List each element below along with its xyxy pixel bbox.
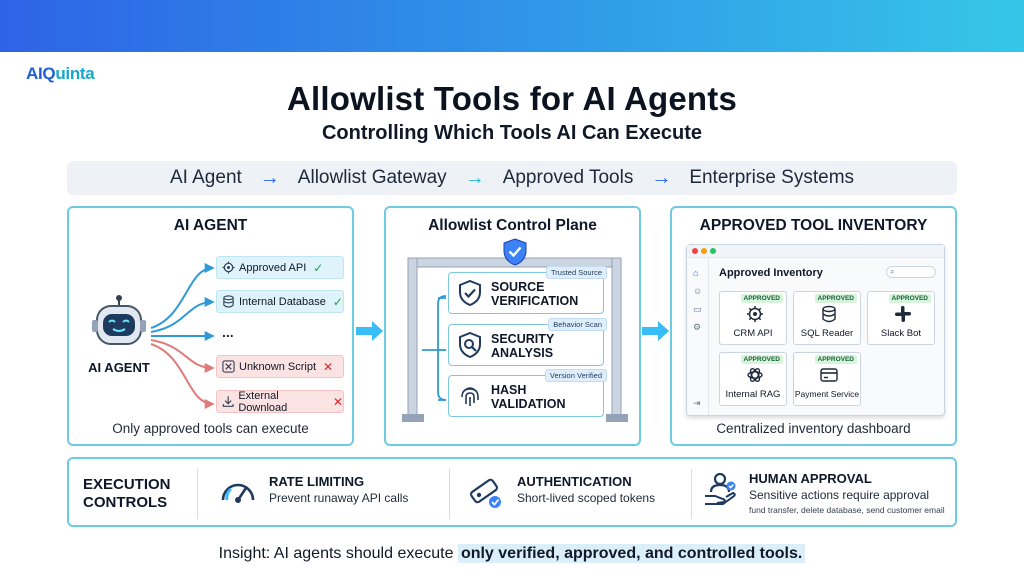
search-icon: ⌕ <box>890 267 895 276</box>
human-approval-icon <box>705 472 736 505</box>
tool-unknown-script: Unknown Script ✕ <box>216 355 344 378</box>
inventory-window: ⌂ ☺ ▭ ⚙ ⇥ Approved Inventory ⌕ APPROVED … <box>686 244 945 416</box>
right-arrow-icon <box>356 321 383 341</box>
control-tag: Trusted Source <box>546 266 607 279</box>
gear-icon <box>222 261 235 274</box>
control-tag: Behavior Scan <box>548 318 607 331</box>
flow-step-tools: Approved Tools <box>502 167 634 188</box>
shield-search-icon <box>459 332 481 358</box>
top-banner <box>0 0 1024 52</box>
panel-title: APPROVED TOOL INVENTORY <box>699 217 928 234</box>
tool-internal-database: Internal Database ✓ <box>216 290 344 313</box>
control-tag: Version Verified <box>544 369 607 382</box>
divider <box>449 469 450 519</box>
ai-agent-panel: AI AGENT AI AGENT Approved API ✓ Interna… <box>67 206 354 446</box>
window-sidebar: ⌂ ☺ ▭ ⚙ ⇥ <box>687 258 709 415</box>
window-title: Approved Inventory <box>719 267 823 279</box>
x-mark-icon: ✕ <box>332 394 343 409</box>
download-icon <box>222 396 234 407</box>
panel-title: AI AGENT <box>173 217 248 234</box>
approved-badge: APPROVED <box>740 355 783 364</box>
panel-footer: Centralized inventory dashboard <box>716 421 911 436</box>
flow-step-enterprise: Enterprise Systems <box>689 167 855 188</box>
minimize-dot[interactable] <box>701 248 707 254</box>
more-tools-ellipsis: ... <box>222 324 234 340</box>
insight-highlight: only verified, approved, and controlled … <box>457 544 806 563</box>
close-dot[interactable] <box>692 248 698 254</box>
flow-step-agent: AI Agent <box>169 167 242 188</box>
flow-arrow-icon: → <box>259 166 280 189</box>
logout-icon[interactable]: ⇥ <box>693 398 701 408</box>
tool-card-sql-reader[interactable]: APPROVED SQL Reader <box>793 291 861 345</box>
panel-title: Allowlist Control Plane <box>428 217 597 234</box>
flow-arrow-icon: → <box>651 166 672 189</box>
maximize-dot[interactable] <box>710 248 716 254</box>
token-icon <box>469 478 501 508</box>
window-titlebar <box>687 245 944 258</box>
robot-icon <box>92 295 146 345</box>
tool-card-slack-bot[interactable]: APPROVED Slack Bot <box>867 291 935 345</box>
tool-card-payment-service[interactable]: APPROVED Payment Service <box>793 352 861 406</box>
tool-external-download: External Download ✕ <box>216 390 344 414</box>
close-box-icon <box>222 360 235 373</box>
settings-icon[interactable]: ⚙ <box>693 322 702 332</box>
database-icon <box>822 305 836 323</box>
flow-arrow-icon: → <box>464 166 485 189</box>
panel-footer: Only approved tools can execute <box>112 421 309 436</box>
card-icon <box>820 368 838 382</box>
approved-badge: APPROVED <box>814 355 857 364</box>
tool-approved-api: Approved API ✓ <box>216 256 344 279</box>
page-subtitle: Controlling Which Tools AI Can Execute <box>321 122 702 144</box>
divider <box>691 469 692 519</box>
tool-card-internal-rag[interactable]: APPROVED Internal RAG <box>719 352 787 406</box>
shield-check-icon <box>459 280 481 306</box>
x-mark-icon: ✕ <box>323 359 334 374</box>
agent-connectors <box>150 263 215 409</box>
tool-card-crm-api[interactable]: APPROVED CRM API <box>719 291 787 345</box>
users-icon[interactable]: ☺ <box>693 286 703 296</box>
slack-icon <box>895 306 911 322</box>
insight-text: Insight: AI agents should execute only v… <box>0 544 1024 563</box>
right-arrow-icon <box>642 321 669 341</box>
check-icon: ✓ <box>313 260 324 275</box>
divider <box>197 469 198 519</box>
approved-badge: APPROVED <box>740 294 783 303</box>
approved-badge: APPROVED <box>814 294 857 303</box>
flow-bar: AI Agent → Allowlist Gateway → Approved … <box>67 161 957 195</box>
speedometer-icon <box>221 483 255 503</box>
flow-step-gateway: Allowlist Gateway <box>297 167 447 188</box>
fingerprint-icon <box>461 387 479 406</box>
shield-check-icon <box>503 238 527 266</box>
inventory-panel: APPROVED TOOL INVENTORY ⌂ ☺ ▭ ⚙ ⇥ Approv… <box>670 206 957 446</box>
logo: AIQuinta <box>26 64 95 83</box>
search-input[interactable]: ⌕ <box>886 266 936 278</box>
gear-icon <box>747 306 763 322</box>
openai-icon <box>747 368 763 382</box>
agent-label: AI AGENT <box>88 360 150 375</box>
home-icon[interactable]: ⌂ <box>693 268 699 278</box>
folder-icon[interactable]: ▭ <box>693 304 702 314</box>
page-title: Allowlist Tools for AI Agents <box>286 80 738 117</box>
database-icon <box>223 295 234 308</box>
approved-badge: APPROVED <box>888 294 931 303</box>
check-icon: ✓ <box>332 294 343 309</box>
